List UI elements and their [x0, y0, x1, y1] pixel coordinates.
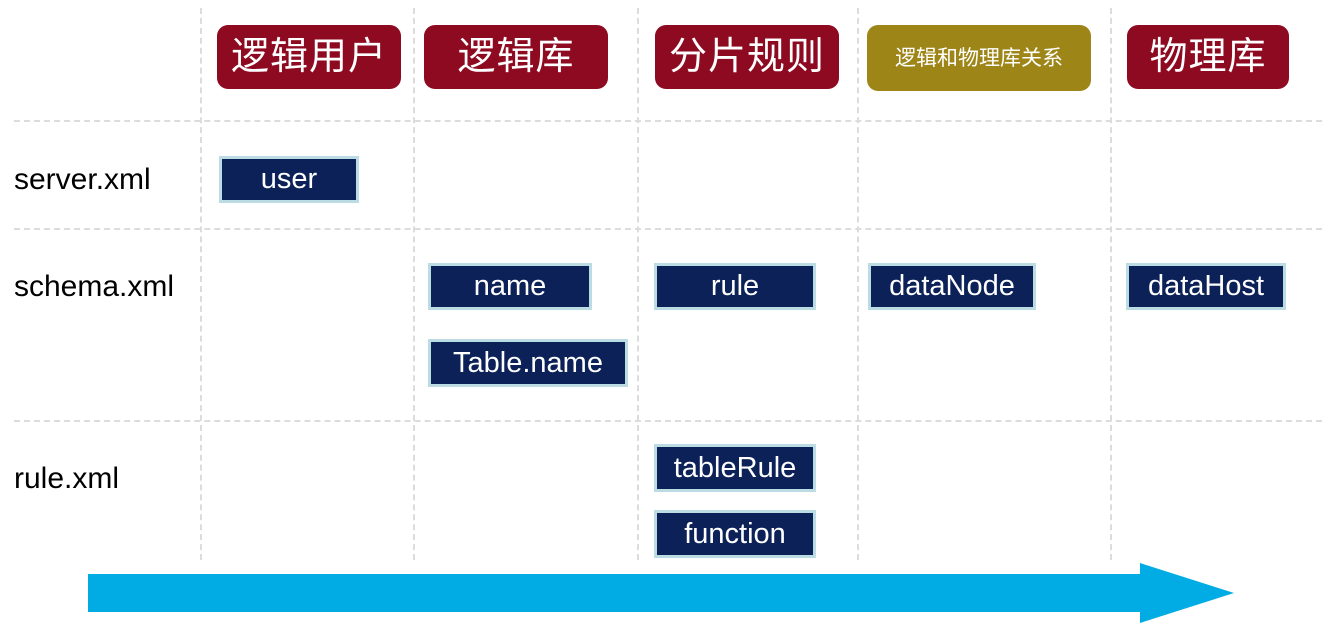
- column-header-label: 逻辑和物理库关系: [895, 45, 1063, 70]
- cell-chip-datanode[interactable]: dataNode: [868, 263, 1036, 310]
- grid-line-vertical-1: [200, 8, 202, 560]
- grid-line-horizontal-2: [14, 228, 1322, 230]
- row-label-server-xml: server.xml: [14, 163, 151, 196]
- cell-chip-label: function: [684, 517, 786, 550]
- cell-chip-label: user: [260, 163, 318, 195]
- cell-chip-function[interactable]: function: [654, 510, 816, 558]
- column-header-label: 逻辑库: [457, 36, 575, 78]
- cell-chip-label: name: [473, 270, 547, 302]
- cell-chip-table-name[interactable]: Table.name: [428, 339, 628, 387]
- flow-arrow-shape: [88, 563, 1234, 623]
- cell-chip-label: dataHost: [1147, 270, 1265, 302]
- column-header-logical-db[interactable]: 逻辑库: [424, 25, 608, 89]
- grid-line-vertical-2: [413, 8, 415, 560]
- column-header-logical-physical-relation[interactable]: 逻辑和物理库关系: [867, 25, 1091, 91]
- grid-line-horizontal-1: [14, 120, 1322, 122]
- column-header-physical-db[interactable]: 物理库: [1127, 25, 1289, 89]
- cell-chip-user[interactable]: user: [219, 156, 359, 203]
- cell-chip-label: Table.name: [453, 346, 603, 379]
- cell-chip-name[interactable]: name: [428, 263, 592, 310]
- column-header-logical-user[interactable]: 逻辑用户: [217, 25, 401, 89]
- grid-line-vertical-3: [637, 8, 639, 560]
- cell-chip-rule[interactable]: rule: [654, 263, 816, 310]
- column-header-label: 物理库: [1149, 36, 1267, 78]
- cell-chip-label: tableRule: [673, 451, 797, 484]
- cell-chip-datahost[interactable]: dataHost: [1126, 263, 1286, 310]
- grid-line-vertical-5: [1110, 8, 1112, 560]
- grid-line-vertical-4: [857, 8, 859, 560]
- row-label-rule-xml: rule.xml: [14, 462, 120, 495]
- column-header-label: 逻辑用户: [230, 36, 387, 78]
- cell-chip-label: dataNode: [889, 270, 1015, 302]
- column-header-shard-rule[interactable]: 分片规则: [655, 25, 839, 89]
- cell-chip-label: rule: [710, 270, 760, 302]
- row-label-schema-xml: schema.xml: [14, 270, 175, 303]
- grid-line-horizontal-3: [14, 420, 1322, 422]
- column-header-label: 分片规则: [668, 36, 825, 78]
- cell-chip-tablerule[interactable]: tableRule: [654, 444, 816, 492]
- flow-arrow: [88, 563, 1234, 623]
